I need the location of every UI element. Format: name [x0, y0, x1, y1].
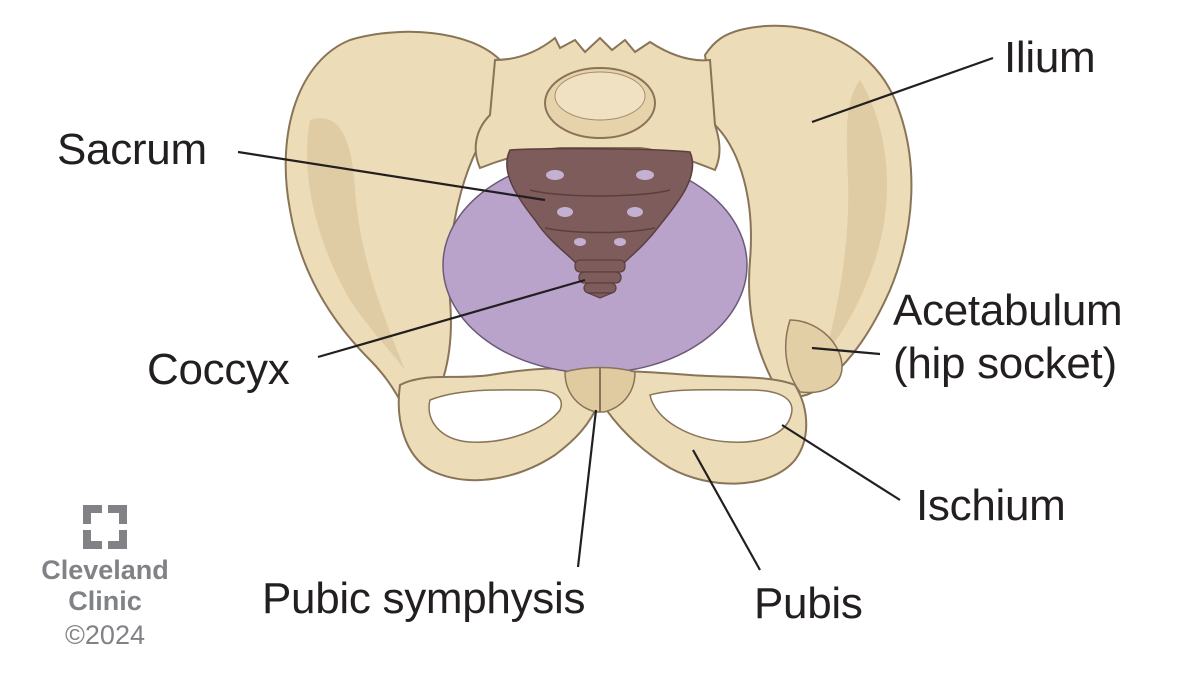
- acetabulum-leader-line: [811, 346, 881, 356]
- left-ilium-shading: [306, 118, 405, 370]
- right-obturator-foramen: [649, 388, 793, 443]
- coccyx-leader-line: [317, 278, 586, 359]
- left-obturator-foramen: [428, 389, 562, 443]
- sacral-segment-lines: [529, 189, 671, 234]
- label-sacrum: Sacrum: [57, 125, 207, 174]
- label-coccyx: Coccyx: [147, 345, 290, 394]
- coccyx-bone: [574, 259, 626, 299]
- ischium-leader-line: [781, 424, 901, 501]
- cleveland-clinic-cross-icon: [83, 505, 127, 549]
- s1-vertebral-face: [554, 71, 646, 121]
- label-ischium: Ischium: [916, 481, 1066, 530]
- leader-lines: [237, 56, 994, 571]
- sacral-foramina: [546, 170, 654, 246]
- acetabulum-bulge: [784, 319, 843, 394]
- right-ilium-shading: [825, 80, 887, 355]
- sacrum-leader-line: [237, 150, 546, 202]
- label-pubic-symphysis: Pubic symphysis: [262, 574, 586, 623]
- cleveland-clinic-logo: Cleveland Clinic ©2024: [20, 505, 190, 653]
- label-acetabulum-line1: Acetabulum: [893, 286, 1123, 335]
- pubic-symphysis-leader-line: [576, 409, 598, 568]
- label-acetabulum-line2: (hip socket): [893, 338, 1117, 388]
- logo-line-cleveland: Cleveland: [41, 555, 169, 585]
- ilium-leader-line: [811, 56, 994, 124]
- label-pubis: Pubis: [754, 579, 863, 628]
- pubis-leader-line: [692, 449, 761, 571]
- logo-line-clinic: Clinic: [68, 586, 142, 617]
- logo-copyright: ©2024: [65, 620, 145, 651]
- label-acetabulum: Acetabulum (hip socket): [893, 285, 1123, 391]
- label-ilium: Ilium: [1004, 33, 1096, 82]
